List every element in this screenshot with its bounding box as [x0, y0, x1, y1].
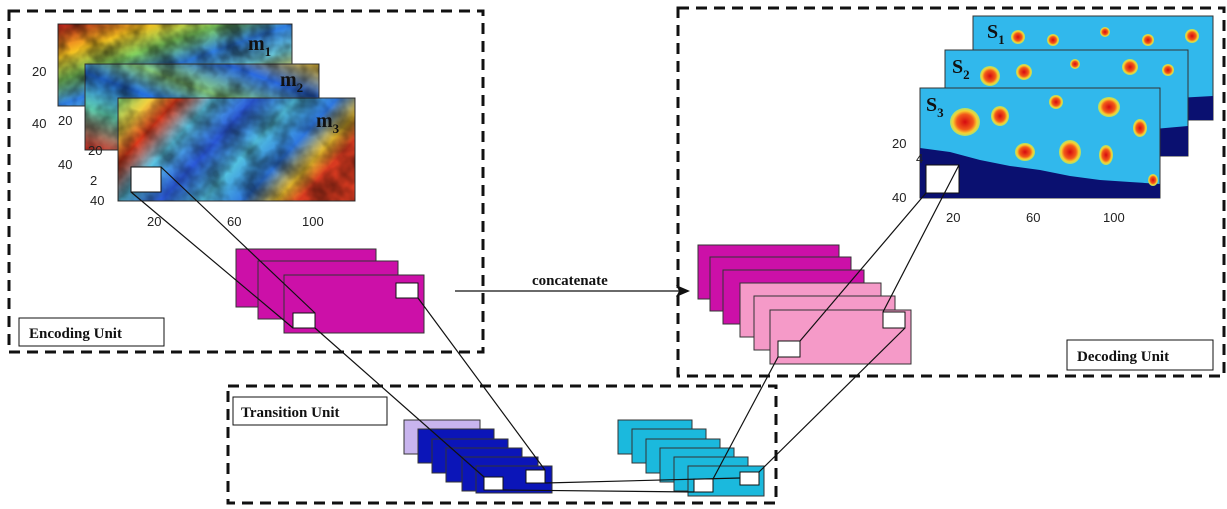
transition-unit-label: Transition Unit — [241, 405, 340, 421]
feature-window — [395, 282, 419, 299]
svg-text:S3: S3 — [926, 94, 944, 120]
input-map-m3: m3 2 40 20 60 100 — [90, 97, 356, 229]
transition-decoder-stack — [617, 419, 765, 497]
encoding-unit: m1 20 40 m2 20 40 20 m3 2 40 20 60 100 — [7, 9, 485, 354]
feature-window — [483, 476, 504, 491]
svg-text:m3: m3 — [316, 110, 340, 136]
map-label-m3: m — [316, 110, 333, 132]
feature-window — [882, 311, 906, 329]
map-label-s2: S — [952, 56, 963, 78]
transition-unit-label-box — [232, 396, 388, 426]
x-tick: 100 — [1103, 210, 1125, 225]
y-tick: 4 — [916, 151, 923, 166]
svg-text:S1: S1 — [987, 21, 1005, 47]
y-tick: 40 — [32, 116, 46, 131]
map-label-m2: m — [280, 69, 297, 91]
output-window — [925, 164, 960, 194]
feature-window — [525, 469, 546, 484]
y-tick: 20 — [88, 143, 102, 158]
y-tick: 40 — [892, 190, 906, 205]
y-tick: 40 — [58, 157, 72, 172]
decoder-feature-maps — [697, 244, 912, 365]
y-tick: 20 — [58, 113, 72, 128]
output-map-s3: S3 20 40 20 60 100 4 — [892, 87, 1161, 225]
decoding-unit-frame — [676, 6, 1226, 378]
feature-window — [739, 471, 760, 486]
connector-lines — [799, 164, 960, 342]
decoding-unit-label-box — [1066, 339, 1214, 371]
connector-lines — [314, 297, 906, 493]
map-label-s3: S — [926, 94, 937, 116]
svg-text:S2: S2 — [952, 56, 970, 82]
y-tick: 20 — [892, 136, 906, 151]
concatenate-label: concatenate — [532, 273, 608, 289]
decoding-unit-label: Decoding Unit — [1077, 349, 1169, 365]
encoding-unit-label-box — [18, 317, 165, 347]
x-tick: 100 — [302, 214, 324, 229]
y-tick: 2 — [90, 173, 97, 188]
encoding-unit-label: Encoding Unit — [29, 326, 122, 342]
x-tick: 60 — [1026, 210, 1040, 225]
svg-text:m2: m2 — [280, 69, 303, 95]
x-tick: 20 — [946, 210, 960, 225]
transition-unit: Transition Unit — [226, 384, 778, 505]
concatenate-arrow: concatenate — [455, 273, 690, 297]
feature-window — [693, 478, 714, 493]
y-tick: 20 — [32, 64, 46, 79]
x-tick: 20 — [147, 214, 161, 229]
x-tick: 60 — [227, 214, 241, 229]
map-label-s1: S — [987, 21, 998, 43]
svg-text:m1: m1 — [248, 33, 271, 59]
y-tick: 40 — [90, 193, 104, 208]
map-label-m1: m — [248, 33, 265, 55]
feature-window — [292, 312, 316, 329]
transition-unit-frame — [226, 384, 778, 505]
encoder-feature-maps — [235, 248, 425, 334]
connector-lines — [130, 166, 316, 329]
feature-window — [777, 340, 801, 358]
decoding-unit: S1 S2 — [676, 6, 1226, 378]
receptive-field-window — [130, 166, 162, 193]
encoding-unit-frame — [7, 9, 485, 354]
transition-encoder-stack — [403, 419, 553, 494]
